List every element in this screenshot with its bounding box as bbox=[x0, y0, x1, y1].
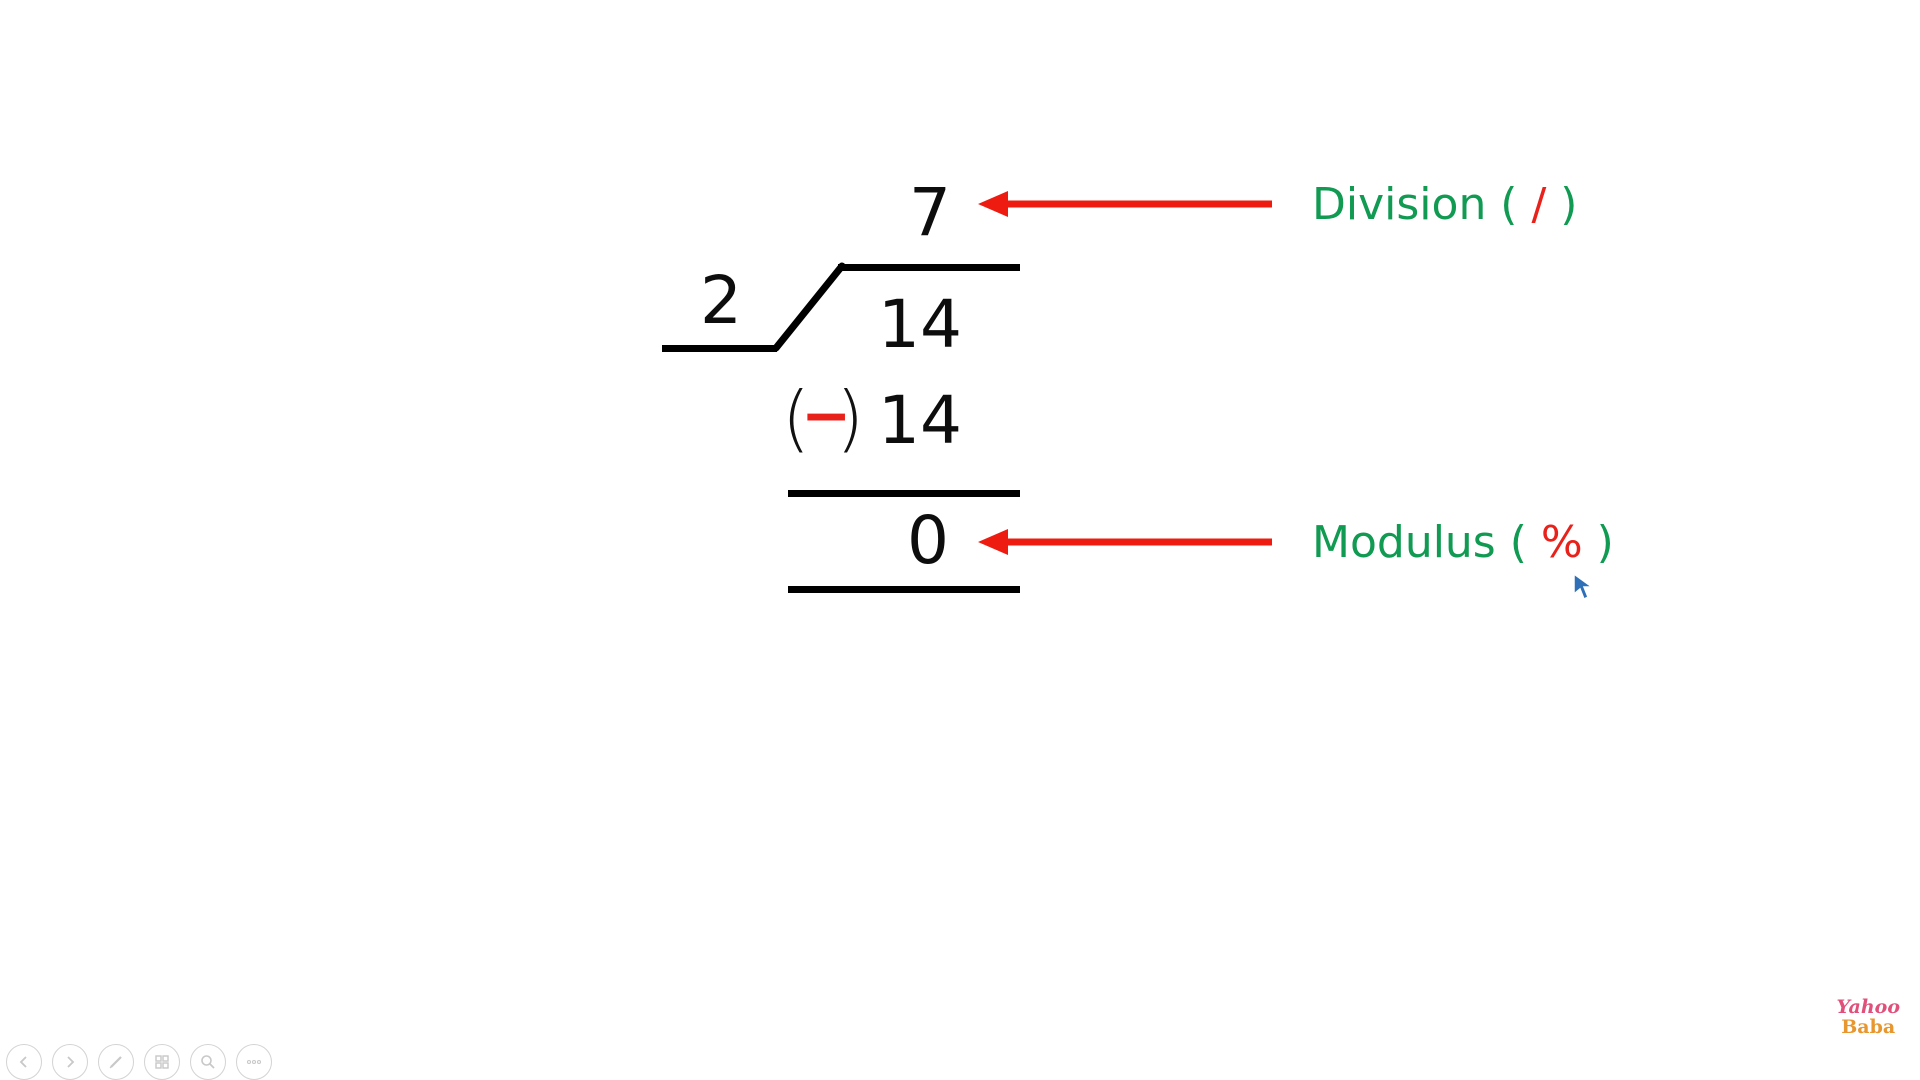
previous-slide-button[interactable] bbox=[6, 1044, 42, 1080]
subtraction-underline bbox=[788, 490, 1020, 497]
modulus-label: Modulus ( % ) bbox=[1312, 521, 1614, 565]
dividend-value: 14 bbox=[878, 286, 962, 363]
division-bracket-bottom-bar bbox=[662, 345, 777, 352]
next-slide-button[interactable] bbox=[52, 1044, 88, 1080]
divisor-value: 2 bbox=[700, 262, 742, 339]
chevron-right-icon bbox=[67, 1056, 75, 1068]
subtracted-value: 14 bbox=[878, 382, 962, 459]
modulus-arrow bbox=[978, 529, 1272, 555]
division-label: Division ( / ) bbox=[1312, 183, 1577, 227]
remainder-underline bbox=[788, 586, 1020, 593]
modulus-label-prefix: Modulus ( bbox=[1312, 517, 1541, 568]
see-all-slides-button[interactable] bbox=[144, 1044, 180, 1080]
modulus-operator: % bbox=[1540, 517, 1583, 568]
remainder-value: 0 bbox=[907, 502, 949, 579]
slideshow-toolbar bbox=[6, 1044, 272, 1080]
slides-grid-icon bbox=[155, 1055, 169, 1069]
subtract-open-paren: ( bbox=[782, 376, 811, 460]
pen-icon bbox=[109, 1056, 122, 1069]
division-bracket-top-bar bbox=[838, 264, 1020, 271]
logo-line-2: Baba bbox=[1841, 1015, 1896, 1038]
division-label-suffix: ) bbox=[1546, 179, 1578, 230]
division-bracket-slash bbox=[772, 262, 846, 352]
yahoo-baba-logo: Yahoo Baba bbox=[1836, 996, 1900, 1038]
mouse-cursor-icon bbox=[1573, 572, 1595, 601]
subtract-sign: − bbox=[801, 381, 852, 451]
pen-button[interactable] bbox=[98, 1044, 134, 1080]
magnifier-icon bbox=[201, 1055, 215, 1069]
logo-line-1: Yahoo bbox=[1836, 996, 1900, 1018]
division-arrow bbox=[978, 191, 1272, 217]
division-operator: / bbox=[1531, 179, 1547, 230]
more-options-button[interactable] bbox=[236, 1044, 272, 1080]
chevron-left-icon bbox=[19, 1056, 27, 1068]
subtract-close-paren: ) bbox=[836, 376, 865, 460]
division-label-prefix: Division ( bbox=[1312, 179, 1532, 230]
zoom-button[interactable] bbox=[190, 1044, 226, 1080]
more-icon bbox=[246, 1059, 262, 1065]
quotient-value: 7 bbox=[909, 174, 951, 251]
modulus-label-suffix: ) bbox=[1582, 517, 1614, 568]
